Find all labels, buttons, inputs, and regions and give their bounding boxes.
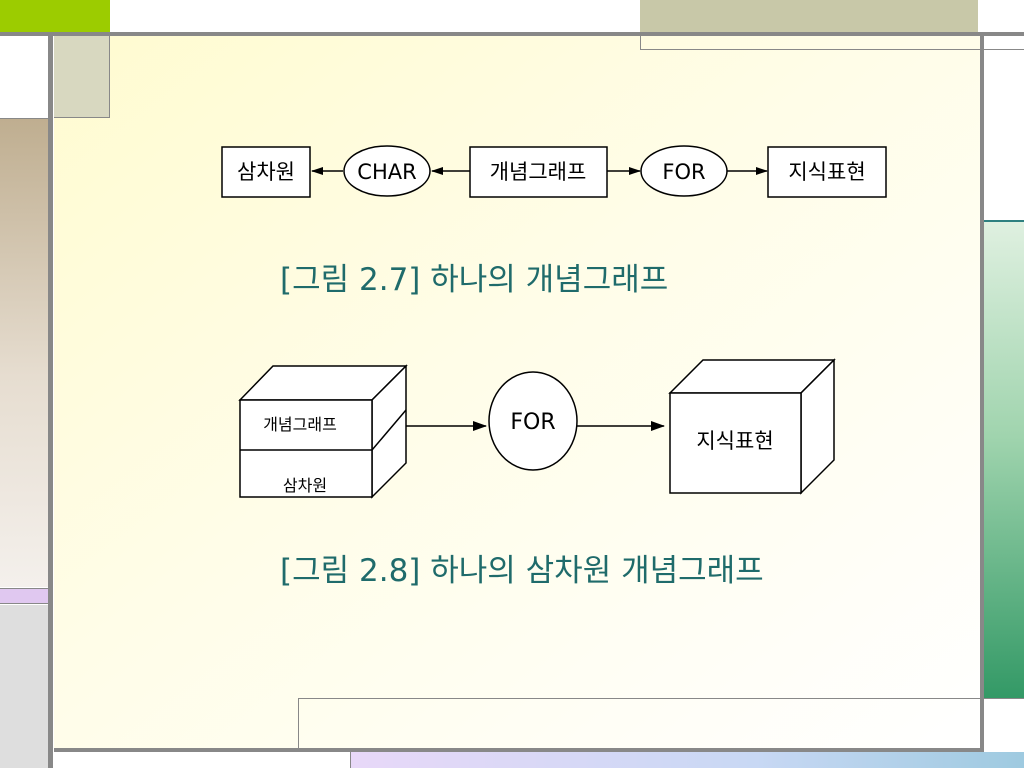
oval-for-3d bbox=[488, 371, 578, 471]
right-white-strip bbox=[984, 36, 1024, 220]
cube-left bbox=[238, 364, 408, 499]
node-box-gaenyeom-label: 개념그래프 bbox=[490, 160, 587, 184]
cube-left-top-label: 개념그래프 bbox=[263, 415, 337, 434]
left-lavender-bar bbox=[0, 588, 48, 604]
top-right-outline bbox=[640, 32, 1024, 50]
node-box-samchawon bbox=[221, 146, 311, 198]
top-left-green-block bbox=[0, 0, 110, 32]
figure-2-7-caption: [그림 2.7] 하나의 개념그래프 bbox=[280, 262, 669, 298]
oval-for-3d-label: FOR bbox=[510, 410, 555, 435]
node-oval-char bbox=[343, 145, 431, 197]
node-box-jisikpyohyeon bbox=[767, 146, 887, 198]
node-oval-char-label: CHAR bbox=[357, 160, 416, 184]
cube-right-label: 지식표현 bbox=[696, 429, 773, 453]
right-white-strip-line bbox=[984, 36, 1024, 50]
left-small-olive-block bbox=[54, 36, 110, 118]
node-oval-for-label: FOR bbox=[662, 160, 705, 184]
node-box-samchawon-label: 삼차원 bbox=[237, 160, 295, 184]
left-gray-bar bbox=[0, 605, 48, 768]
bottom-right-outline bbox=[298, 698, 1024, 750]
left-tan-gradient-bar bbox=[0, 119, 48, 587]
cube-left-bottom-label: 삼차원 bbox=[283, 476, 327, 495]
left-white-strip bbox=[0, 36, 48, 119]
cube-right bbox=[668, 358, 836, 495]
node-box-jisikpyohyeon-label: 지식표현 bbox=[788, 160, 865, 184]
bottom-lavender-gradient-bar bbox=[350, 752, 1024, 768]
node-box-gaenyeom bbox=[469, 146, 608, 198]
bottom-frame-line bbox=[54, 748, 980, 752]
top-frame-line bbox=[0, 32, 1024, 36]
top-olive-block bbox=[640, 0, 978, 32]
left-frame-line bbox=[48, 32, 53, 768]
right-green-gradient-bar bbox=[984, 220, 1024, 698]
figure-2-8-caption: [그림 2.8] 하나의 삼차원 개념그래프 bbox=[280, 553, 764, 589]
right-frame-line bbox=[980, 32, 984, 768]
